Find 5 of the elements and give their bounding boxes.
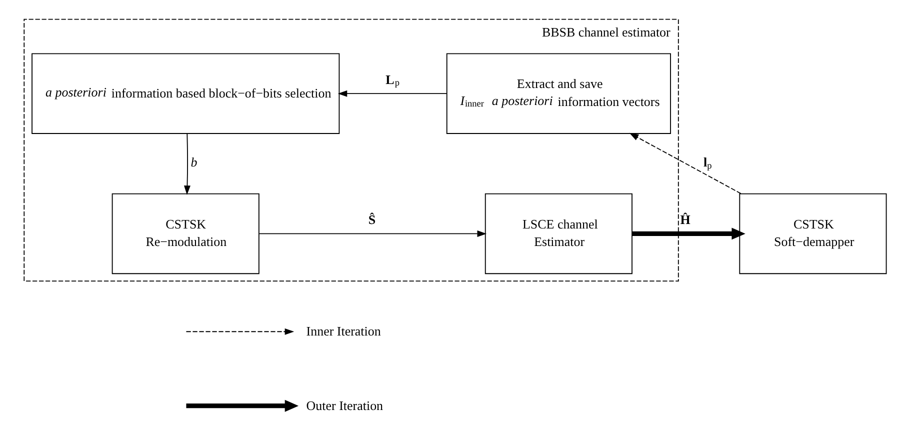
edge-label: b [190, 154, 198, 170]
edge-label: Ĥ [680, 212, 690, 228]
edge-label: Ŝ [368, 212, 376, 228]
legend-label: Outer Iteration [306, 398, 384, 413]
legend-label: Inner Iteration [306, 324, 381, 339]
